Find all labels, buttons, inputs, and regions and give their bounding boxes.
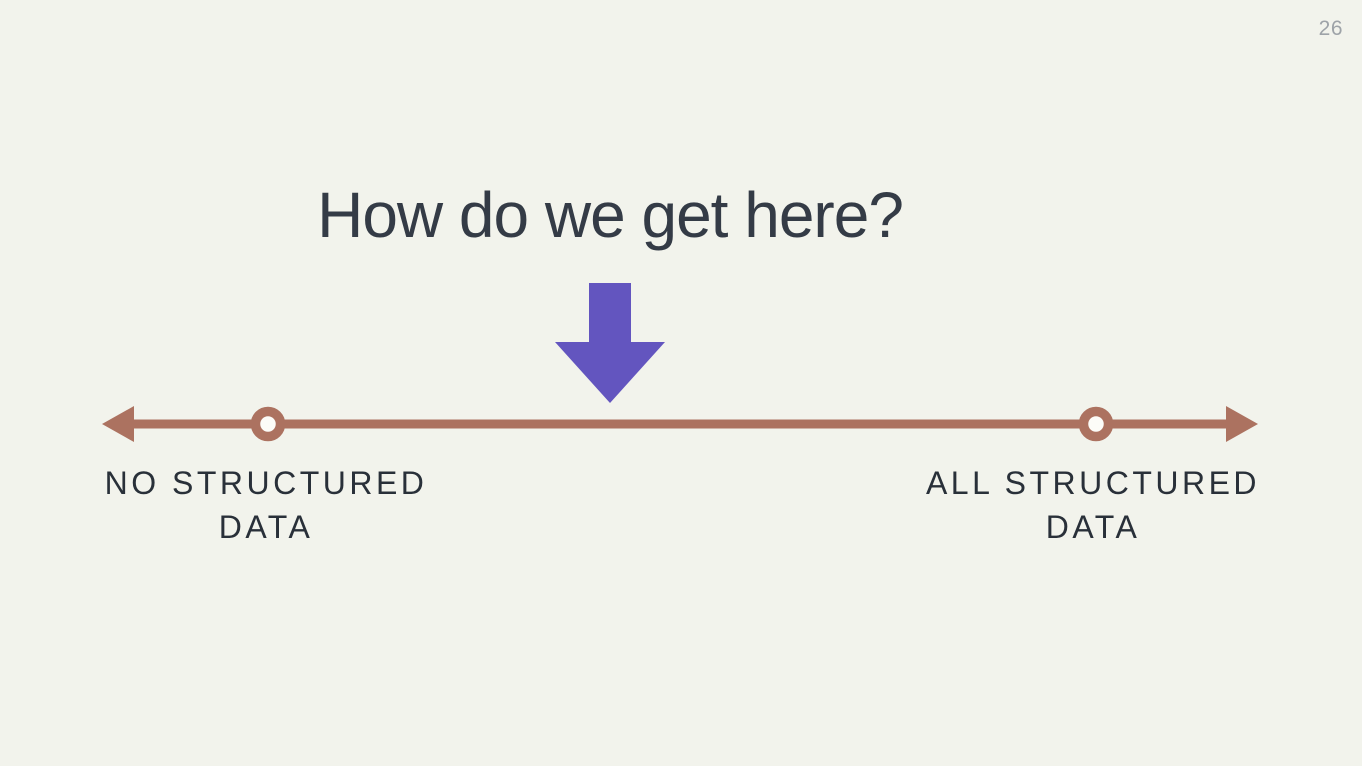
slide-title: How do we get here? — [317, 179, 904, 251]
left-marker-ring-dot-icon — [250, 406, 286, 442]
axis-label-right-line2: DATA — [1045, 509, 1141, 545]
axis-label-left: NO STRUCTURED DATA — [56, 461, 476, 549]
page-number: 26 — [1318, 17, 1343, 40]
axis-label-left-line2: DATA — [218, 509, 314, 545]
down-arrow-icon — [555, 283, 665, 403]
right-marker-ring-dot-icon — [1078, 406, 1114, 442]
arrowhead-left-icon — [102, 406, 134, 442]
arrowhead-right-icon — [1226, 406, 1258, 442]
axis-label-right: ALL STRUCTURED DATA — [883, 461, 1303, 549]
axis-label-left-line1: NO STRUCTURED — [104, 465, 428, 501]
axis-label-right-line1: ALL STRUCTURED — [925, 465, 1261, 501]
